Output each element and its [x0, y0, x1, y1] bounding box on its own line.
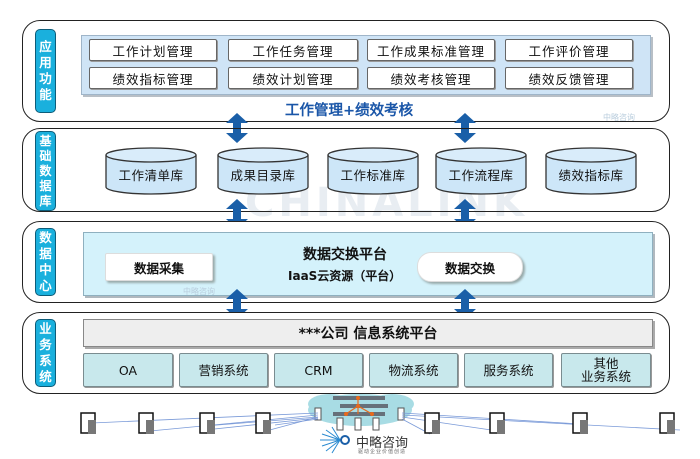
database-layer: 基 础 数 据 库 工作清单库 成果目录库 工作标准库 工作流程库: [22, 128, 670, 212]
db-label: 工作清单库: [118, 168, 184, 183]
db-result-catalog[interactable]: 成果目录库: [217, 147, 309, 195]
terminal-icon: [199, 412, 215, 434]
module-performance-plan[interactable]: 绩效计划管理: [228, 67, 358, 89]
logo-burst-icon: [320, 426, 341, 454]
application-layer: 应 用 功 能 工作计划管理 工作任务管理 工作成果标准管理 工作评价管理 绩效…: [22, 20, 670, 122]
iaas-subtitle: IaaS云资源（平台）: [288, 269, 402, 283]
module-work-plan[interactable]: 工作计划管理: [89, 39, 217, 61]
module-work-task[interactable]: 工作任务管理: [228, 39, 358, 61]
module-work-result-standard[interactable]: 工作成果标准管理: [367, 39, 495, 61]
system-logistics[interactable]: 物流系统: [369, 353, 458, 387]
label-char: 应: [39, 39, 52, 54]
arrow-dc-biz-left: [226, 289, 248, 319]
database-cylinder-icon: [545, 147, 637, 195]
data-exchange-platform-title: 数据交换平台: [303, 247, 387, 263]
label-char: 基: [39, 133, 52, 148]
label-char: 数: [39, 230, 52, 245]
label-char: 数: [39, 163, 52, 178]
logo-circle-icon: [340, 435, 350, 445]
data-center-layer: 数 据 中 心 数据交换平台 IaaS云资源（平台） 数据采集 数据交换 中略咨…: [22, 221, 670, 303]
database-cylinder-icon: [327, 147, 419, 195]
label-char: 据: [39, 178, 52, 193]
db-work-process[interactable]: 工作流程库: [435, 147, 527, 195]
data-collection-button[interactable]: 数据采集: [105, 253, 213, 281]
application-caption: 工作管理+绩效考核: [285, 103, 414, 119]
label-char: 业: [39, 321, 52, 336]
terminal-icon: [659, 412, 675, 434]
db-work-list[interactable]: 工作清单库: [105, 147, 197, 195]
watermark-logo-small: 中略咨询: [183, 287, 215, 296]
terminal-icon: [489, 412, 505, 434]
db-kpi[interactable]: 绩效指标库: [545, 147, 637, 195]
terminal-icon: [255, 412, 271, 434]
logo-text: 中略咨询: [356, 436, 409, 451]
label-char: 中: [39, 262, 52, 277]
system-other-line1: 其他: [593, 356, 619, 371]
system-oa[interactable]: OA: [83, 353, 173, 387]
label-char: 库: [39, 193, 52, 208]
database-cylinder-icon: [105, 147, 197, 195]
terminal-icon: [424, 412, 440, 434]
data-exchange-button[interactable]: 数据交换: [417, 252, 523, 282]
label-char: 功: [39, 71, 52, 86]
db-label: 工作流程库: [448, 168, 514, 183]
db-label: 绩效指标库: [558, 168, 624, 183]
system-service[interactable]: 服务系统: [464, 353, 553, 387]
label-char: 系: [39, 353, 52, 368]
module-kpi[interactable]: 绩效指标管理: [89, 67, 217, 89]
system-other-line2: 业务系统: [580, 369, 631, 384]
db-label: 成果目录库: [230, 168, 296, 183]
application-layer-label: 应 用 功 能: [35, 29, 56, 113]
label-char: 务: [39, 337, 52, 352]
terminal-icon: [80, 412, 96, 434]
watermark-logo-small: 中略咨询: [603, 113, 635, 122]
system-other[interactable]: 其他 业务系统: [561, 353, 651, 387]
business-layer-label: 业 务 系 统: [35, 319, 56, 387]
label-char: 统: [39, 369, 52, 384]
network-diagram: [80, 394, 681, 454]
arrow-dc-biz-right: [454, 289, 476, 319]
company-info-platform[interactable]: ***公司 信息系统平台: [83, 319, 653, 347]
label-char: 能: [39, 87, 52, 102]
module-work-evaluation[interactable]: 工作评价管理: [505, 39, 633, 61]
system-crm[interactable]: CRM: [274, 353, 363, 387]
business-systems-layer: 业 务 系 统 ***公司 信息系统平台 OA 营销系统 CRM 物流系统 服务…: [22, 312, 670, 394]
db-work-standard[interactable]: 工作标准库: [327, 147, 419, 195]
label-char: 心: [39, 278, 52, 293]
terminal-icon: [138, 412, 154, 434]
module-performance-feedback[interactable]: 绩效反馈管理: [505, 67, 633, 89]
data-center-layer-label: 数 据 中 心: [35, 228, 56, 296]
database-layer-label: 基 础 数 据 库: [35, 131, 56, 211]
system-marketing[interactable]: 营销系统: [179, 353, 268, 387]
module-performance-review[interactable]: 绩效考核管理: [367, 67, 495, 89]
logo-tagline: 驱动企业价值创造: [358, 449, 407, 455]
database-cylinder-icon: [217, 147, 309, 195]
terminal-icon: [572, 412, 588, 434]
label-char: 据: [39, 246, 52, 261]
db-label: 工作标准库: [340, 168, 406, 183]
database-cylinder-icon: [435, 147, 527, 195]
label-char: 础: [39, 148, 52, 163]
label-char: 用: [39, 55, 52, 70]
